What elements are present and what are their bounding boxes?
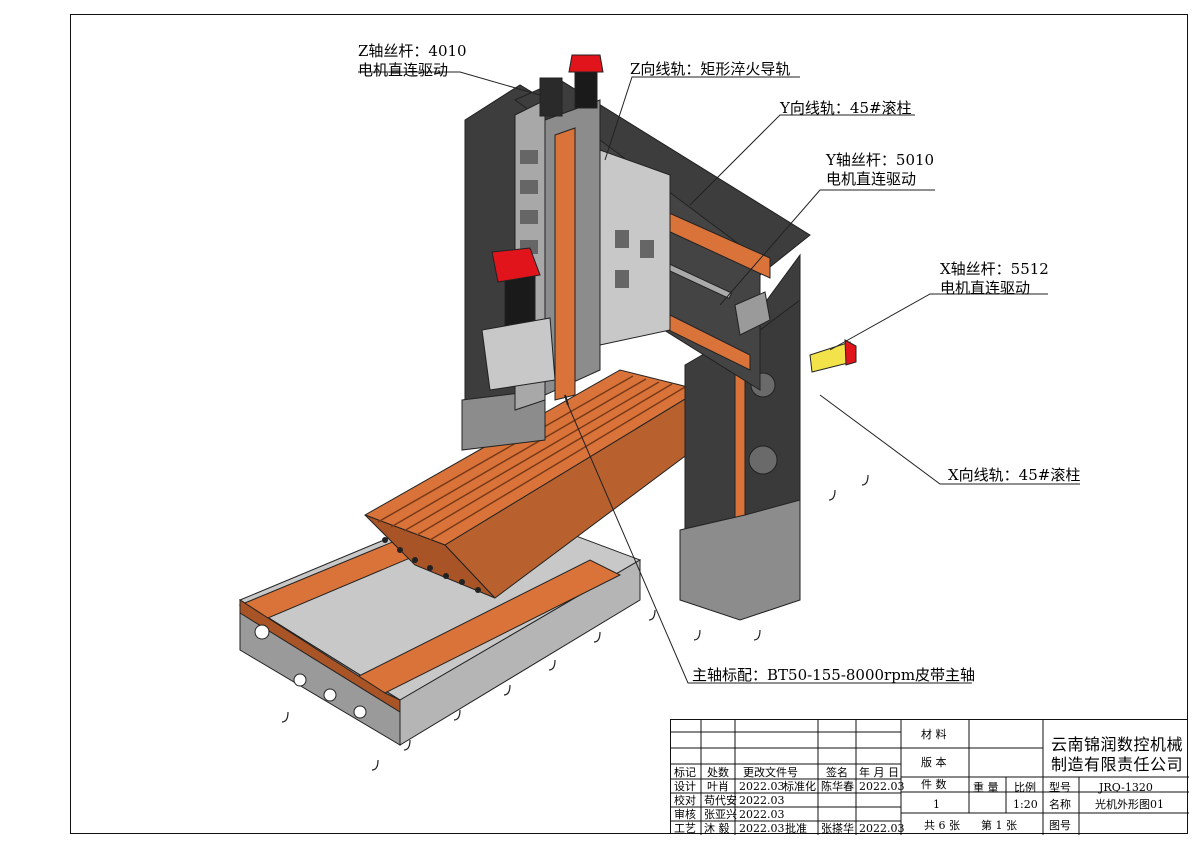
bed-hole xyxy=(353,705,367,719)
tb-row-role: 设计 xyxy=(674,780,696,793)
tb-header-change-doc: 更改文件号 xyxy=(743,766,798,779)
z-motor xyxy=(568,54,604,109)
tb-row-date2: 2022.03 xyxy=(859,780,905,793)
tb-row-role2: 批准 xyxy=(785,822,807,835)
right-column-base xyxy=(679,499,801,621)
tb-name-value: 光机外形图01 xyxy=(1095,798,1164,811)
bed-hole xyxy=(293,673,307,687)
callout-y-screw-line2: 电机直连驱动 xyxy=(826,170,917,188)
callout-z-screw-line2: 电机直连驱动 xyxy=(358,61,449,79)
callout-y-rail: Y向线轨：45#滚柱 xyxy=(780,99,912,118)
title-block: 标记 处数 更改文件号 签名 年 月 日 设计 叶肖 2022.03 标准化 陈… xyxy=(670,719,1189,835)
tb-row-name2: 陈华春 xyxy=(821,780,854,793)
worktable-t-slots xyxy=(377,375,686,541)
spindle-nose xyxy=(564,394,569,406)
tb-row-role2: 标准化 xyxy=(783,780,816,793)
callout-z-screw-line1: Z轴丝杆：4010 xyxy=(358,42,467,60)
tb-sheet-number: 第 1 张 xyxy=(981,819,1017,832)
worktable-front-holes xyxy=(382,537,481,593)
callout-spindle: 主轴标配：BT50-155-8000rpm皮带主轴 xyxy=(692,666,975,685)
bed-hole xyxy=(323,688,337,702)
tb-row-role: 审核 xyxy=(674,808,696,821)
tb-header-date: 年 月 日 xyxy=(859,766,899,779)
drawing-border xyxy=(70,14,1188,834)
column-hole xyxy=(748,445,778,475)
tb-model-label: 型号 xyxy=(1049,781,1071,794)
leader-spindle xyxy=(567,404,972,684)
leader-x-rail xyxy=(819,394,1080,485)
tb-row-date: 2022.03 xyxy=(739,780,785,793)
z-head-slots xyxy=(520,150,654,288)
tb-sheets-total: 共 6 张 xyxy=(924,819,960,832)
callout-z-screw: Z轴丝杆：4010 电机直连驱动 xyxy=(358,42,467,80)
spindle-motor xyxy=(491,247,541,329)
z-screw-motor xyxy=(539,77,563,117)
callout-x-screw: X轴丝杆：5512 电机直连驱动 xyxy=(940,260,1049,298)
tb-row-role: 工艺 xyxy=(674,822,696,835)
z-ram-orange xyxy=(554,127,576,401)
callout-x-screw-line2: 电机直连驱动 xyxy=(940,279,1031,297)
tb-scale-value: 1:20 xyxy=(1013,798,1038,811)
z-saddle xyxy=(599,149,671,346)
callout-spindle-line1: 主轴标配：BT50-155-8000rpm皮带主轴 xyxy=(692,666,976,684)
tb-row-name: 叶肖 xyxy=(707,780,729,793)
x-motor xyxy=(809,339,857,373)
tb-company-line2: 制造有限责任公司 xyxy=(1051,755,1184,774)
leader-y-rail xyxy=(689,114,915,206)
title-block-grid xyxy=(671,720,1189,835)
tb-row-name: 苟代安 xyxy=(704,794,737,807)
bed-side-face xyxy=(399,559,641,746)
tb-row-role: 校对 xyxy=(674,794,696,807)
callout-z-rail: Z向线轨：矩形淬火导轨 xyxy=(630,60,790,79)
tb-row-date2: 2022.03 xyxy=(859,822,905,835)
callout-x-rail-line1: X向线轨：45#滚柱 xyxy=(948,466,1081,484)
leader-x-screw xyxy=(829,293,1048,351)
callout-x-screw-line1: X轴丝杆：5512 xyxy=(940,260,1049,278)
tb-header-mark: 标记 xyxy=(674,766,696,779)
tb-pieces-label: 件 数 xyxy=(921,778,947,791)
tb-scale-label: 比例 xyxy=(1014,781,1036,794)
callout-z-rail-line1: Z向线轨：矩形淬火导轨 xyxy=(630,60,791,78)
tb-material-label: 材 料 xyxy=(921,728,947,741)
tb-row-name: 张亚兴 xyxy=(704,808,737,821)
bed-hole xyxy=(254,624,270,640)
tb-version-label: 版 本 xyxy=(921,756,947,769)
tb-name-label: 名称 xyxy=(1049,798,1071,811)
tb-model-value: JRQ-1320 xyxy=(1099,781,1153,794)
tb-row-date: 2022.03 xyxy=(739,808,785,821)
tb-row-date: 2022.03 xyxy=(739,794,785,807)
tb-row-name2: 张搽华 xyxy=(821,822,854,835)
tb-row-date: 2022.03 xyxy=(739,822,785,835)
tb-weight-label: 重 量 xyxy=(973,781,999,794)
tb-company-line1: 云南锦润数控机械 xyxy=(1051,735,1184,754)
spindle-housing xyxy=(481,317,556,391)
callout-y-rail-line1: Y向线轨：45#滚柱 xyxy=(780,99,912,117)
leveling-feet xyxy=(281,474,869,771)
callout-x-rail: X向线轨：45#滚柱 xyxy=(948,466,1080,485)
bed-front-orange xyxy=(239,599,401,713)
tb-header-count: 处数 xyxy=(707,766,729,779)
tb-drawing-no-label: 图号 xyxy=(1049,819,1071,832)
tb-row-name: 沐 毅 xyxy=(704,822,730,835)
leader-y-screw xyxy=(719,189,935,306)
leader-lines xyxy=(358,71,1080,684)
callout-y-screw: Y轴丝杆：5010 电机直连驱动 xyxy=(826,151,934,189)
leader-z-rail xyxy=(604,76,800,161)
y-motor-mount xyxy=(734,291,771,336)
tb-header-signature: 签名 xyxy=(826,766,848,779)
tb-pieces-value: 1 xyxy=(933,798,940,811)
leader-z-screw xyxy=(358,71,541,96)
callout-y-screw-line1: Y轴丝杆：5010 xyxy=(826,151,935,169)
